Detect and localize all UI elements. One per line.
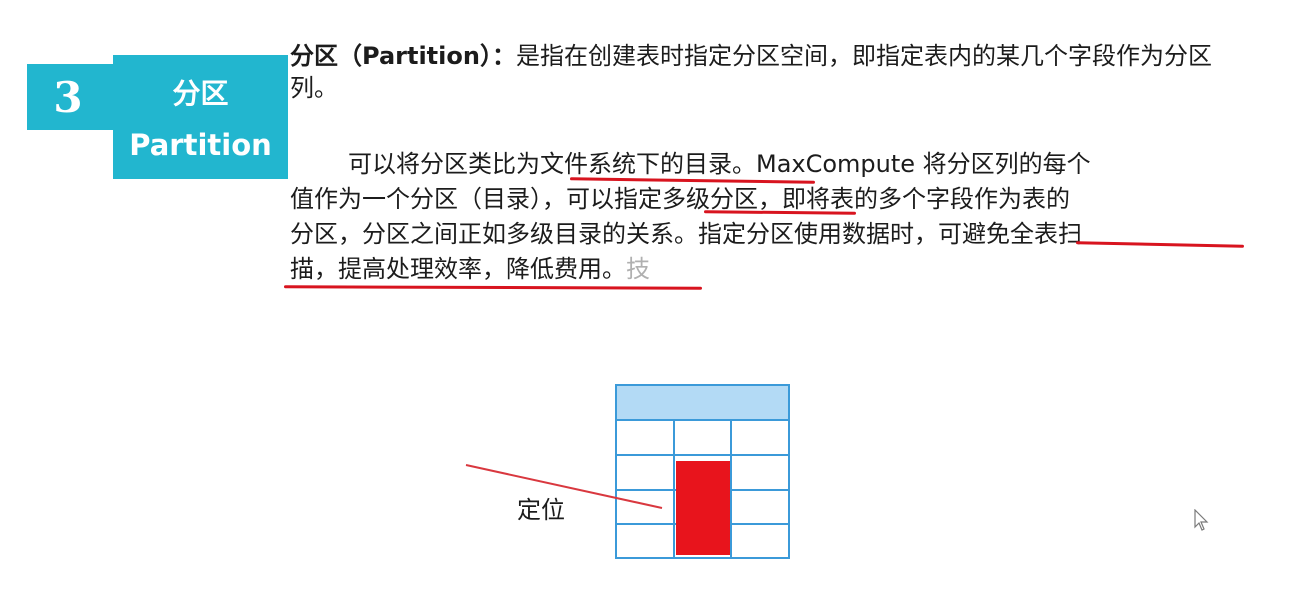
section-number: 3 <box>53 72 83 122</box>
section-title-en: Partition <box>129 128 272 162</box>
paragraph-line: 可以将分区类比为文件系统下的目录。MaxCompute 将分区列的每个 <box>348 150 1091 178</box>
highlighted-partition <box>676 461 730 555</box>
section-title-zh: 分区 <box>172 77 229 110</box>
paragraph-line-last: 描，提高处理效率，降低费用。技 <box>290 252 1245 287</box>
pointer-line <box>465 464 663 509</box>
paragraph-line: 分区，分区之间正如多级目录的关系。指定分区使用数据时，可避免全表扫 <box>290 220 1082 248</box>
section-title-badge: 分区 Partition <box>113 55 288 179</box>
mouse-pointer-icon <box>1194 509 1209 531</box>
section-number-badge: 3 <box>27 64 117 130</box>
paragraph-line: 值作为一个分区（目录），可以指定多级分区，即将表的多个字段作为表的 <box>290 185 1070 213</box>
definition-text: 分区（Partition）：是指在创建表时指定分区空间，即指定表内的某几个字段作… <box>290 40 1255 104</box>
paragraph-line-text: 描，提高处理效率，降低费用。 <box>290 255 626 283</box>
definition-term: 分区（Partition）： <box>290 42 516 70</box>
locate-label: 定位 <box>517 496 565 524</box>
trailing-char: 技 <box>626 255 650 283</box>
explanation-paragraph: 可以将分区类比为文件系统下的目录。MaxCompute 将分区列的每个 值作为一… <box>290 147 1245 287</box>
definition-body: 是指在创建表时指定分区空间，即指定表内的某几个字段作为分区列。 <box>290 42 1212 102</box>
table-header <box>615 384 790 421</box>
